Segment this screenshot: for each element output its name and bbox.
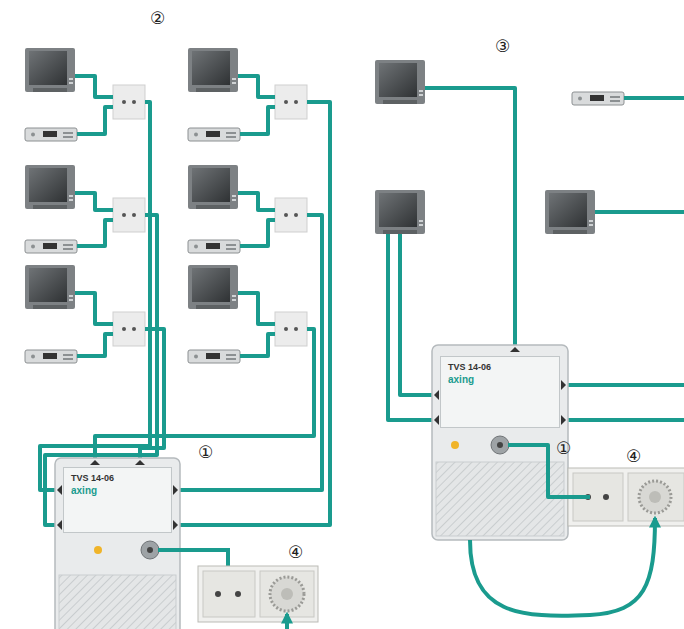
callout-number: ②	[150, 10, 165, 27]
callout-number: ③	[495, 38, 510, 55]
callout-number: ④	[288, 544, 303, 561]
brand-logo: axing	[448, 374, 552, 385]
callout-number: ①	[556, 440, 571, 457]
callout-number: ①	[198, 444, 213, 461]
brand-logo: axing	[71, 485, 164, 496]
model-name: TVS 14-06	[71, 473, 164, 483]
model-name: TVS 14-06	[448, 362, 552, 372]
amplifier-label-panel: TVS 14-06 axing	[440, 356, 560, 428]
amplifier-label-panel: TVS 14-06 axing	[63, 467, 172, 533]
callout-number: ④	[626, 448, 641, 465]
